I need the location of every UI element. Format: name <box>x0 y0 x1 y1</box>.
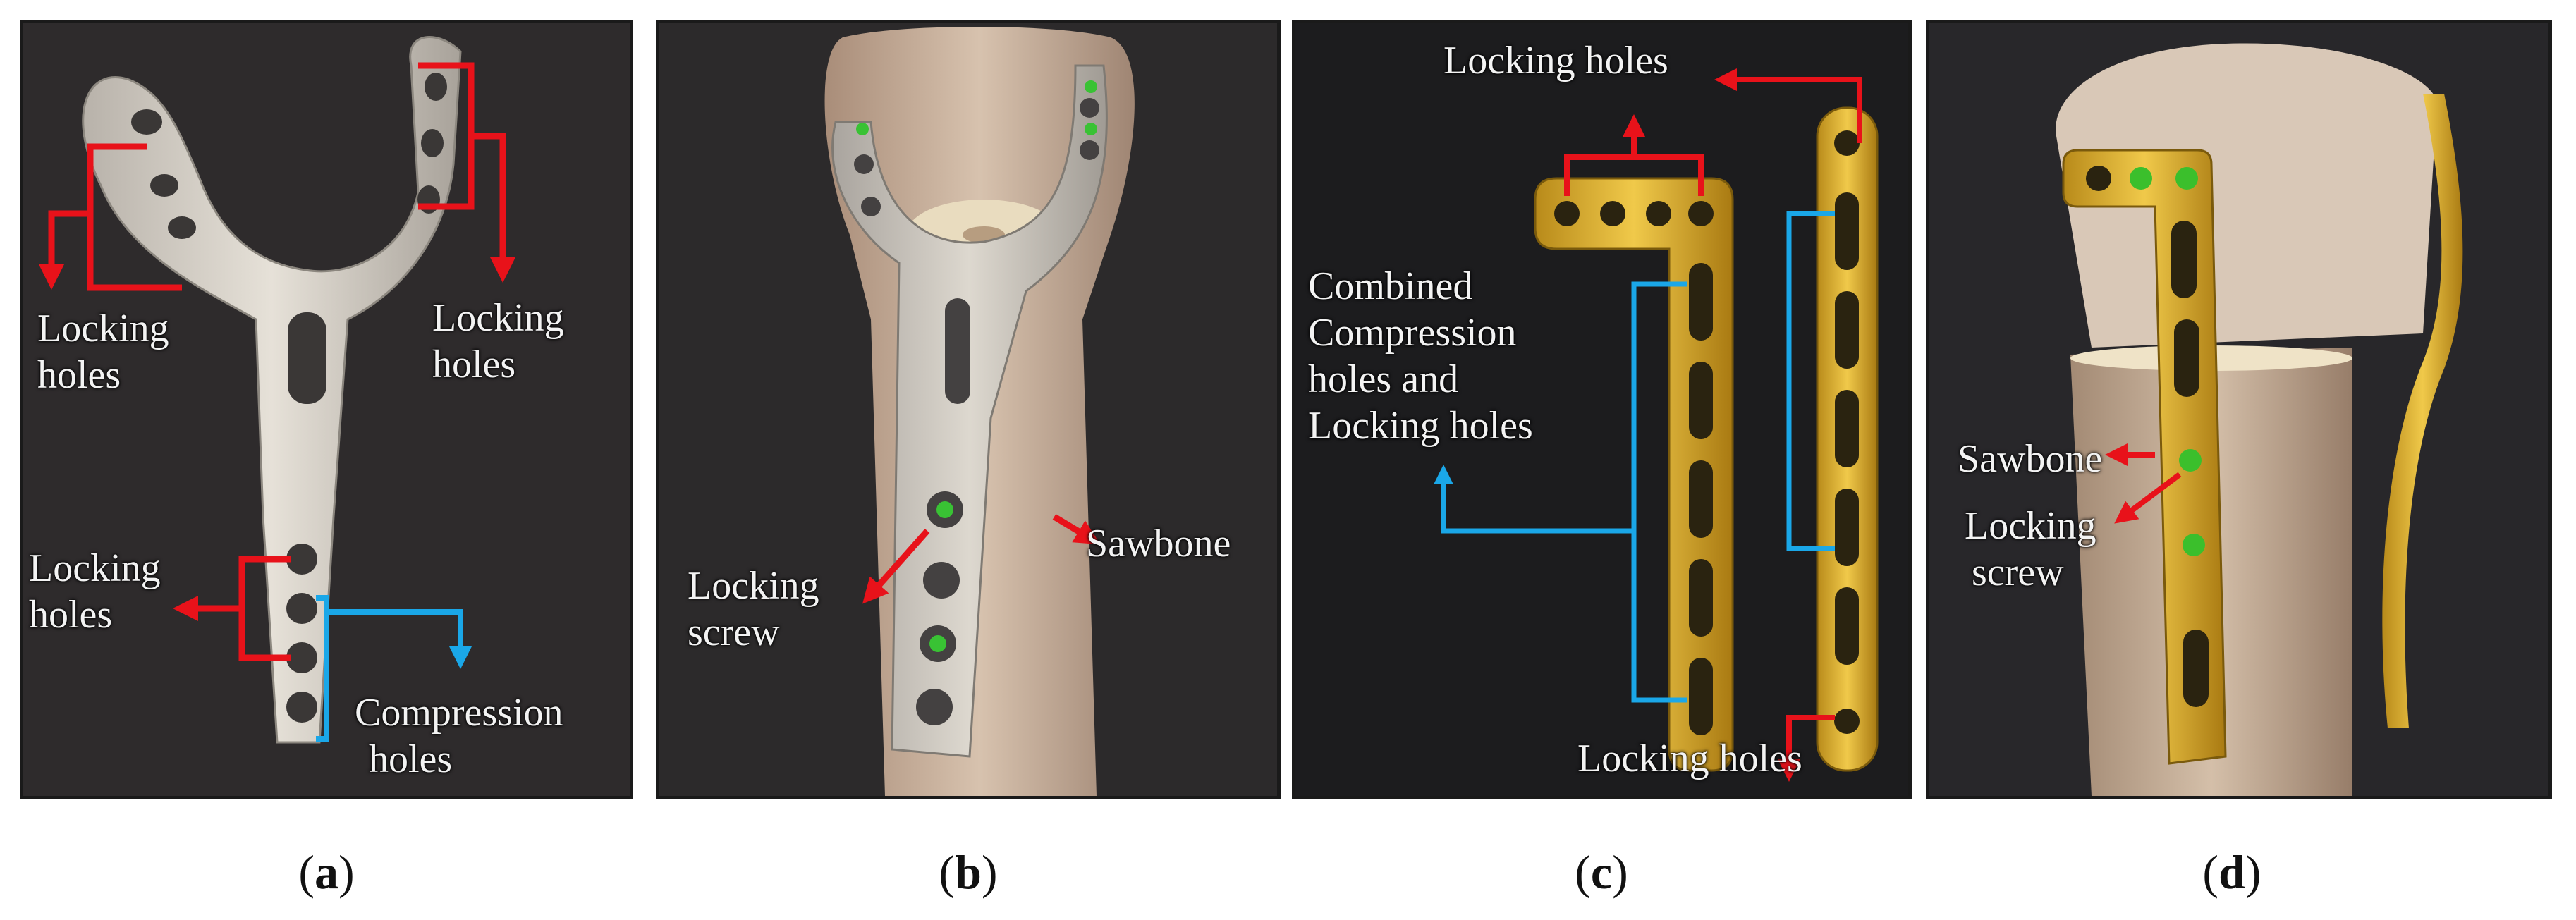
label-locking-screw-b: Locking screw <box>688 564 819 654</box>
label-locking-screw-d: Locking screw <box>1965 504 2096 594</box>
arrow-locking-top-straight <box>1714 68 1862 143</box>
label-locking-right: Locking holes <box>432 296 564 386</box>
label-compression: Compression holes <box>355 691 563 781</box>
panel-c: Locking holes Combined Compression holes… <box>1292 20 1912 799</box>
arrow-combined <box>1434 211 1835 703</box>
sawbone-d-top <box>2056 43 2437 348</box>
caption-b: (b) <box>939 845 998 899</box>
panel-d-photo <box>1929 23 2548 796</box>
panel-d: Sawbone Locking screw <box>1926 20 2552 799</box>
panel-c-photo <box>1295 23 1908 796</box>
arrow-locking-right <box>418 62 515 283</box>
arrow-locking-screw-d <box>2114 472 2182 524</box>
caption-a: (a) <box>298 845 355 899</box>
arrow-locking-bottom-straight <box>1778 715 1835 782</box>
plate-a <box>82 36 462 744</box>
panel-b-photo <box>659 23 1277 796</box>
panel-b: Locking screw Sawbone <box>656 20 1281 799</box>
arrow-locking-left <box>39 143 182 291</box>
arrow-locking-bottom <box>173 556 291 661</box>
plate-d <box>2062 149 2227 765</box>
plate-c-l <box>1534 177 1734 772</box>
plate-b <box>831 64 1108 758</box>
label-locking-bottom-c: Locking holes <box>1577 737 1802 780</box>
label-sawbone-b: Sawbone <box>1086 522 1231 565</box>
caption-c: (c) <box>1575 845 1628 899</box>
panel-a: Locking holes Locking holes Locking hole… <box>20 20 633 799</box>
plate-d-side <box>2382 94 2463 728</box>
arrow-compression <box>316 595 472 742</box>
label-sawbone-d: Sawbone <box>1958 437 2103 481</box>
label-combined: Combined Compression holes and Locking h… <box>1308 264 1533 448</box>
label-locking-top: Locking holes <box>1443 39 1668 82</box>
arrow-locking-screw-b <box>862 529 930 604</box>
label-locking-bottom: Locking holes <box>29 546 161 637</box>
label-locking-left: Locking holes <box>37 307 169 397</box>
caption-d: (d) <box>2202 845 2261 899</box>
panel-a-photo <box>23 23 630 796</box>
arrow-locking-top-l <box>1564 114 1704 196</box>
arrow-sawbone-b <box>1052 514 1101 545</box>
